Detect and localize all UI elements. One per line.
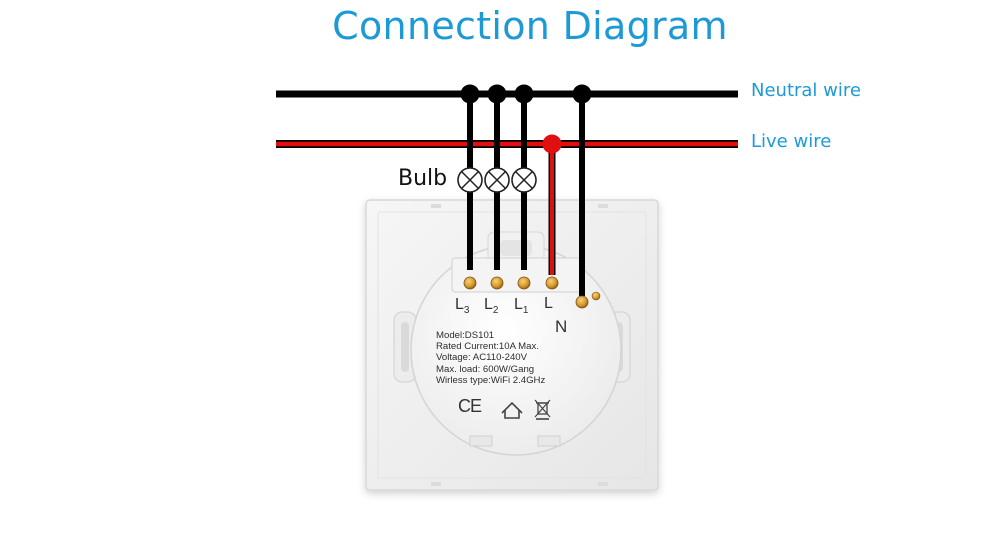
weee-bin-icon [534,399,551,420]
terminal-screws [463,276,601,309]
diagram-title: Connection Diagram [332,4,728,48]
spec-voltage: Voltage: AC110-240V [436,352,528,364]
home-icon [501,401,523,419]
spec-wireless-type: Wirless type:WiFi 2.4GHz [436,374,546,386]
spec-rated-current: Rated Current:10A Max. [436,341,539,353]
terminal-label-n: N [555,317,568,336]
terminal-label-l2: L2 [484,296,499,317]
bulb-icon [511,167,537,193]
spec-label: Model:DS101 Rated Current:10A Max. Volta… [436,330,596,386]
terminal-label-l1: L1 [514,296,529,317]
live-wire-label: Live wire [751,131,832,152]
bulb-icon [484,167,510,193]
mounting-slot-left [393,311,417,383]
spec-max-load: Max. load: 600W/Gang [436,363,535,375]
terminal-label-l3: L3 [455,296,470,317]
certification-row: CE [458,396,578,420]
spec-model: Model:DS101 [436,330,495,341]
terminal-label-l: L [544,295,553,312]
junction-dots [460,84,592,154]
ce-mark: CE [458,396,482,416]
bulb-label: Bulb [398,166,448,191]
neutral-wire-label: Neutral wire [751,80,861,101]
bulb-icon [457,167,483,193]
